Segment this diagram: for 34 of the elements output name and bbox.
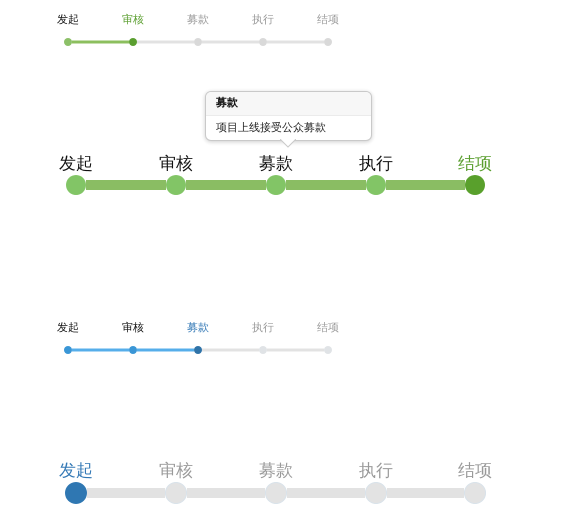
step-label: 发起 [57,12,79,28]
step-label: 结项 [317,320,339,336]
step-label: 发起 [59,153,93,175]
step-label: 结项 [317,12,339,28]
progress-track [72,348,129,352]
step-label: 执行 [252,320,274,336]
progress-track [187,488,265,498]
progress-track [137,348,194,352]
progress-track [386,180,465,190]
step-label: 募款 [259,153,293,175]
step-label: 审核 [122,320,144,336]
step-label: 结项 [458,153,492,175]
step-label: 执行 [359,153,393,175]
progress-track [186,180,266,190]
progress-track [387,488,464,498]
progress-track [286,180,366,190]
step-label: 募款 [187,320,209,336]
progress-track [86,180,166,190]
step-label: 募款 [187,12,209,28]
step-label: 结项 [458,460,492,482]
step-label: 审核 [122,12,144,28]
tooltip-title: 募款 [206,92,371,116]
step-label: 审核 [159,460,193,482]
step-label: 执行 [252,12,274,28]
tooltip-text: 项目上线接受公众募款 [215,120,327,136]
progress-track [87,488,165,498]
progress-track [287,488,365,498]
tooltip [205,91,372,141]
progress-track [72,40,129,44]
step-label: 发起 [59,460,93,482]
step-label: 募款 [259,460,293,482]
step-label: 审核 [159,153,193,175]
step-label: 发起 [57,320,79,336]
step-label: 执行 [359,460,393,482]
